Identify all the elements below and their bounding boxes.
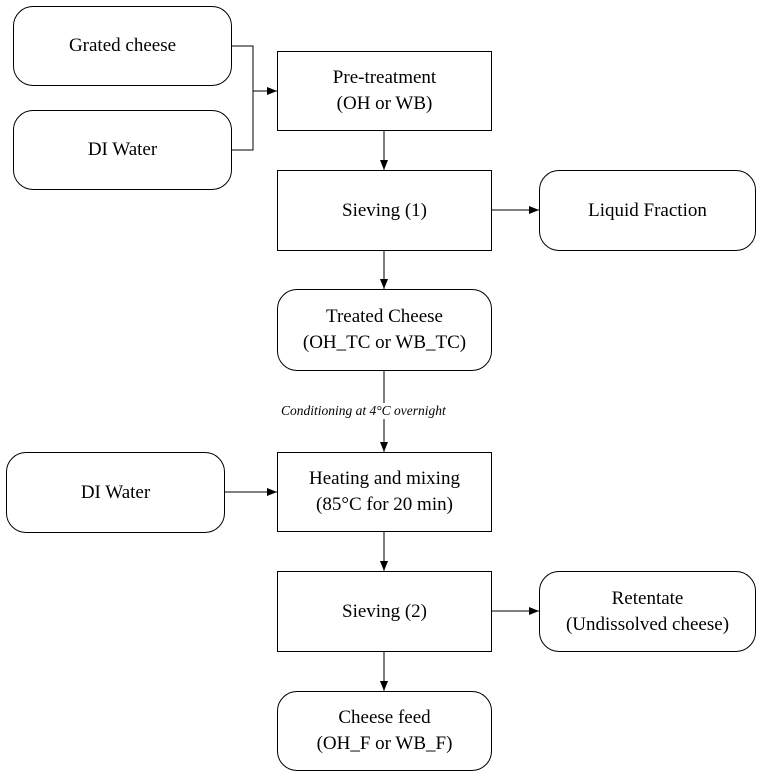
grated-cheese-label: Grated cheese bbox=[68, 35, 177, 56]
di-water-node-1: DI Water bbox=[13, 110, 232, 190]
liquid-fraction-node: Liquid Fraction bbox=[539, 170, 756, 251]
cheese-feed-title: Cheese feed bbox=[338, 707, 431, 728]
sieving-2-node: Sieving (2) bbox=[277, 571, 492, 652]
di-water-node-2: DI Water bbox=[6, 452, 225, 533]
pretreatment-title: Pre-treatment bbox=[332, 67, 437, 88]
sieving-1-label: Sieving (1) bbox=[342, 199, 427, 221]
grated-cheese-node: Grated cheese bbox=[13, 6, 232, 86]
conditioning-note: Conditioning at 4°C overnight bbox=[279, 403, 448, 419]
liquid-fraction-label: Liquid Fraction bbox=[588, 199, 707, 221]
heating-mixing-node: Heating and mixing (85°C for 20 min) bbox=[277, 452, 492, 532]
retentate-title: Retentate bbox=[611, 587, 684, 609]
treated-cheese-subtitle: (OH_TC or WB_TC) bbox=[302, 332, 467, 353]
retentate-subtitle: (Undissolved cheese) bbox=[565, 613, 730, 635]
merge-connector-di-water bbox=[232, 91, 254, 151]
sieving-1-node: Sieving (1) bbox=[277, 170, 492, 251]
di-water-label-2: DI Water bbox=[80, 481, 151, 503]
treated-cheese-title: Treated Cheese bbox=[326, 306, 443, 327]
pretreatment-node: Pre-treatment (OH or WB) bbox=[277, 51, 492, 131]
retentate-node: Retentate (Undissolved cheese) bbox=[539, 571, 756, 652]
pretreatment-subtitle: (OH or WB) bbox=[336, 93, 433, 114]
heating-mixing-subtitle: (85°C for 20 min) bbox=[316, 494, 453, 515]
cheese-feed-subtitle: (OH_F or WB_F) bbox=[316, 733, 453, 754]
heating-mixing-title: Heating and mixing bbox=[309, 468, 460, 489]
merge-connector-grated-cheese bbox=[232, 45, 254, 91]
cheese-feed-node: Cheese feed (OH_F or WB_F) bbox=[277, 691, 492, 771]
sieving-2-label: Sieving (2) bbox=[342, 600, 427, 622]
treated-cheese-node: Treated Cheese (OH_TC or WB_TC) bbox=[277, 289, 492, 371]
di-water-label-1: DI Water bbox=[87, 139, 158, 160]
